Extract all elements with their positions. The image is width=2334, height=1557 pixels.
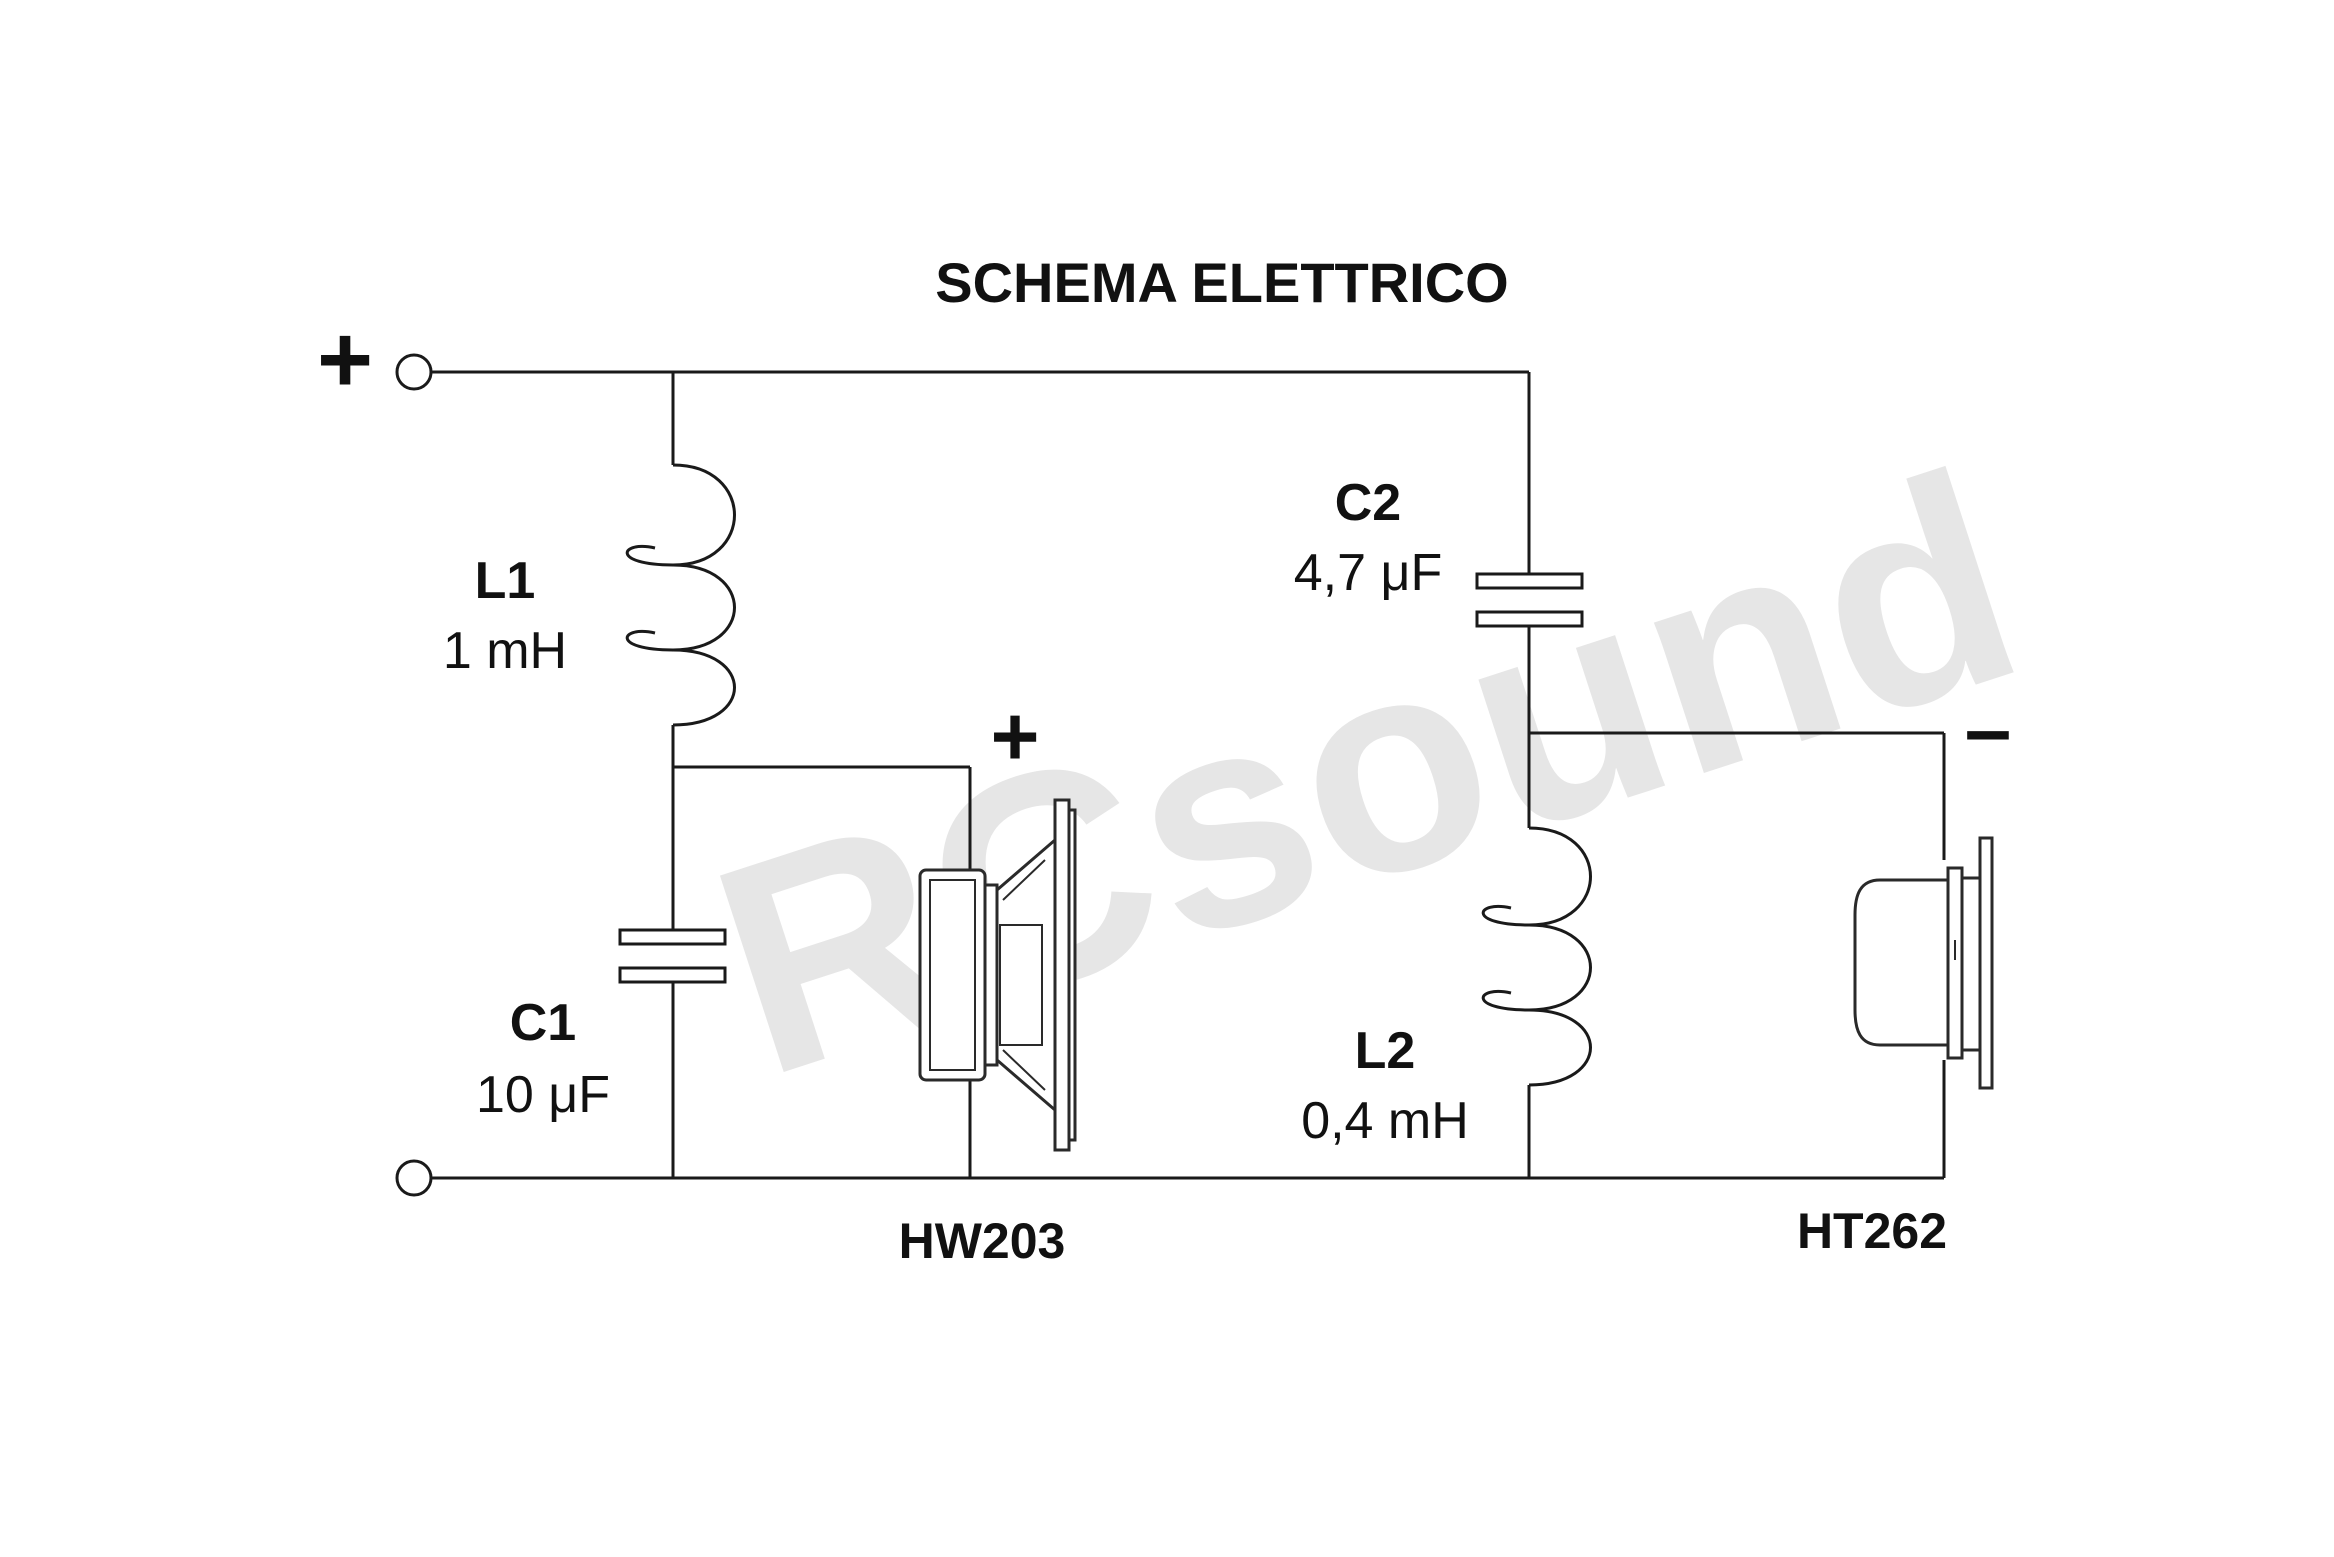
c2-value-label: 4,7 μF [1294, 544, 1442, 602]
c2-name-label: C2 [1335, 474, 1401, 532]
positive-input-terminal [395, 353, 433, 391]
capacitor-c1-plate-bottom [618, 966, 727, 984]
woofer-polarity-sign: + [990, 689, 1039, 783]
diagram-title: SCHEMA ELETTRICO [935, 251, 1508, 314]
tweeter-model-label: HT262 [1797, 1203, 1947, 1259]
capacitor-c2-plate-top [1475, 572, 1584, 590]
l2-name-label: L2 [1355, 1022, 1416, 1080]
inductor-l2 [1481, 826, 1592, 1087]
inductor-l1 [625, 463, 736, 727]
c1-value-label: 10 μF [476, 1066, 610, 1124]
woofer-model-label: HW203 [899, 1213, 1066, 1269]
l2-value-label: 0,4 mH [1301, 1092, 1469, 1150]
capacitor-c1-plate-top [618, 928, 727, 946]
l1-value-label: 1 mH [443, 622, 567, 680]
c1-name-label: C1 [510, 994, 576, 1052]
woofer-hw203-icon [918, 798, 1077, 1152]
tweeter-polarity-sign: – [1965, 682, 2012, 776]
tweeter-ht262-icon [1853, 836, 1994, 1090]
negative-input-terminal [395, 1159, 433, 1197]
positive-terminal-sign: + [317, 306, 373, 413]
l1-name-label: L1 [475, 552, 536, 610]
capacitor-c2-plate-bottom [1475, 610, 1584, 628]
